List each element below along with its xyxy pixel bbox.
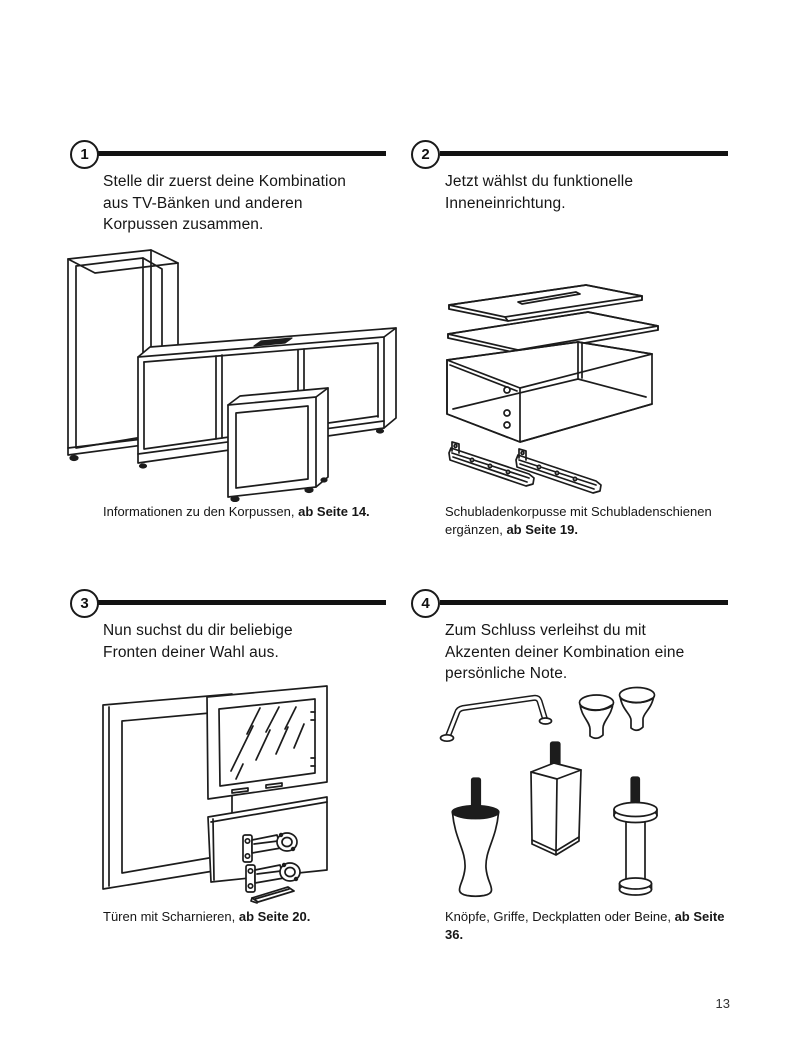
- caption-text: Informationen zu den Korpussen,: [103, 504, 299, 519]
- page-number: 13: [715, 996, 730, 1011]
- glass-reflection-hatches: [230, 706, 305, 780]
- step-4-caption: Knöpfe, Griffe, Deckplatten oder Beine, …: [445, 908, 745, 943]
- bar-handle: [439, 694, 553, 743]
- illustration-tv-benches-and-frames: [67, 249, 397, 502]
- knob-tall: [618, 686, 656, 732]
- step-3-number-badge: 3: [70, 589, 99, 618]
- glass-door: [206, 685, 328, 800]
- caption-page-ref: ab Seite 20.: [238, 909, 311, 924]
- caption-page-ref: ab Seite 19.: [506, 521, 578, 537]
- step-4-text-line: persönliche Note.: [445, 665, 568, 682]
- leg-block: [530, 741, 582, 856]
- step-1-rule: [98, 151, 386, 156]
- step-1-number-badge: 1: [70, 140, 99, 169]
- caption-text: Türen mit Scharnieren,: [103, 909, 239, 924]
- drawer-top-panel: [448, 284, 643, 322]
- step-3-rule: [98, 600, 386, 605]
- caption-text: Schubladenkorpusse mit Schubladenschiene…: [445, 504, 712, 537]
- step-2-rule: [440, 151, 728, 156]
- hinge-bottom: [245, 862, 301, 893]
- step-2-text-line: Jetzt wählst du funktionelle: [445, 173, 634, 190]
- step-2-caption: Schubladenkorpusse mit Schubladenschiene…: [445, 503, 745, 538]
- drawer-frame-box: [446, 341, 653, 443]
- leg-cone: [451, 777, 500, 898]
- step-3-text-line: Fronten deiner Wahl aus.: [103, 643, 279, 661]
- hinge-cover-plate: [250, 886, 295, 904]
- illustration-knobs-handles-legs: [439, 686, 658, 898]
- step-2-text: Jetzt wählst du funktionelle Inneneinric…: [445, 171, 745, 214]
- step-3-text-line: Nun suchst du dir beliebige: [103, 622, 293, 639]
- drawer-rail-right: [515, 448, 602, 494]
- leg-cylinder: [613, 776, 658, 896]
- step-4-text: Zum Schluss verleihst du mit Akzenten de…: [445, 620, 755, 685]
- caption-text: Knöpfe, Griffe, Deckplatten oder Beine,: [445, 909, 675, 924]
- step-4-text-line: Akzenten deiner Kombination eine: [445, 643, 685, 661]
- small-open-cube-unit: [227, 387, 329, 502]
- step-1-text: Stelle dir zuerst deine Kombination aus …: [103, 171, 403, 236]
- step-1-number: 1: [80, 146, 89, 163]
- caption-page-ref: ab Seite 36.: [445, 909, 725, 942]
- illustration-doors-and-hinges: [102, 685, 328, 904]
- step-3-caption: Türen mit Scharnieren, ab Seite 20.: [103, 908, 403, 926]
- step-3-number: 3: [80, 595, 89, 612]
- step-4-number-badge: 4: [411, 589, 440, 618]
- step-3-text: Nun suchst du dir beliebige Fronten dein…: [103, 620, 403, 663]
- drawer-rail-left: [448, 441, 535, 487]
- knob-flat: [578, 694, 615, 740]
- illustration-drawer-box-with-rails: [446, 284, 659, 494]
- step-4-rule: [440, 600, 728, 605]
- step-1-caption: Informationen zu den Korpussen, ab Seite…: [103, 503, 403, 521]
- step-2-number-badge: 2: [411, 140, 440, 169]
- caption-page-ref: ab Seite 14.: [298, 504, 370, 519]
- step-1-text-line: Korpussen zusammen.: [103, 216, 264, 233]
- step-4-number: 4: [421, 595, 430, 612]
- step-2-text-line: Inneneinrichtung.: [445, 194, 566, 212]
- step-4-text-line: Zum Schluss verleihst du mit: [445, 622, 646, 639]
- hinge-top: [242, 832, 298, 863]
- step-1-text-line: Stelle dir zuerst deine Kombination: [103, 173, 347, 190]
- step-2-number: 2: [421, 146, 430, 163]
- drawer-bottom-panel: [447, 311, 659, 355]
- step-1-text-line: aus TV-Bänken und anderen: [103, 194, 303, 212]
